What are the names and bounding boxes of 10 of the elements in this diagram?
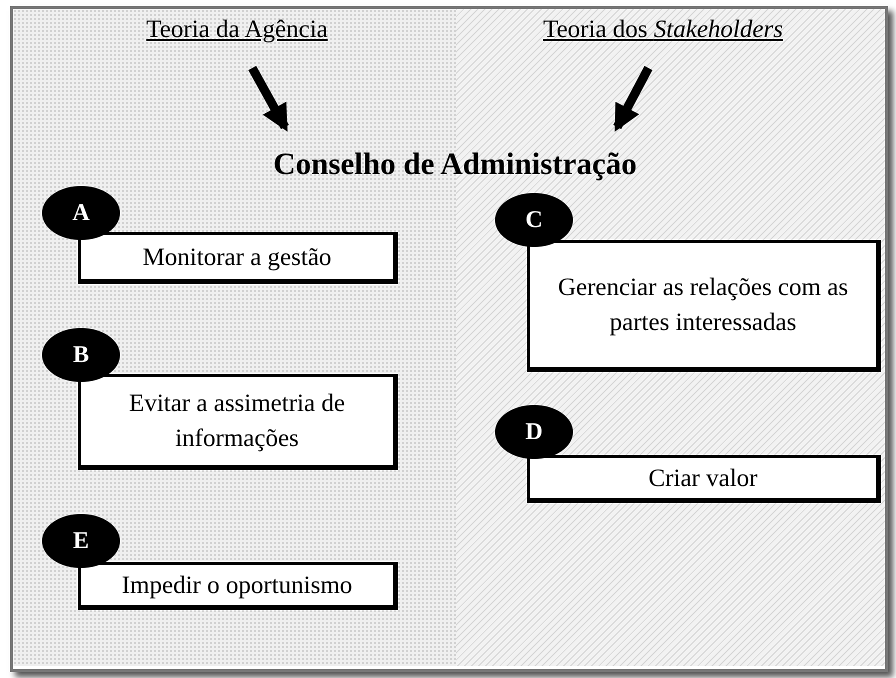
arrow bbox=[613, 66, 652, 132]
task-box: Monitorar a gestão bbox=[78, 232, 398, 284]
task-box: Criar valor bbox=[527, 455, 881, 503]
arrow bbox=[248, 66, 289, 132]
theory-heading: Teoria da Agência bbox=[120, 12, 354, 48]
task-box: Evitar a assimetria de informações bbox=[78, 374, 398, 470]
board-heading: Conselho de Administração bbox=[220, 140, 690, 188]
theory-heading: Teoria dos Stakeholders bbox=[540, 12, 786, 48]
task-box: Gerenciar as relações com as partes interessadas bbox=[527, 240, 881, 372]
task-box: Impedir o oportunismo bbox=[78, 562, 398, 610]
